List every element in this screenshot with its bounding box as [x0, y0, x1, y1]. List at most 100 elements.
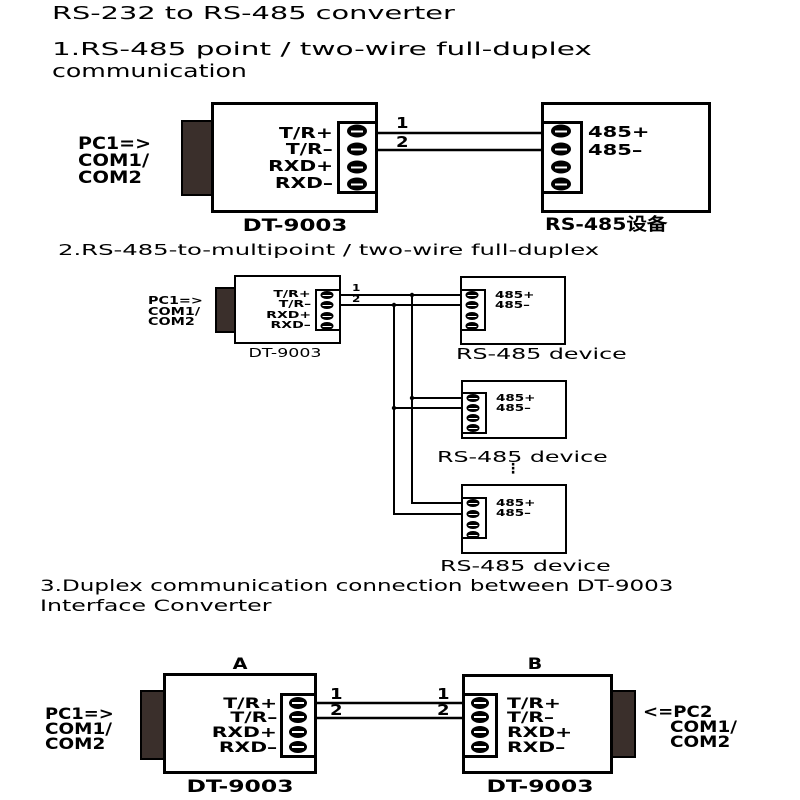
screw-icon [466, 414, 480, 422]
s3-unit-a-pc-label: PC1=> [45, 704, 114, 723]
screw-icon [471, 711, 489, 723]
s2-pc-label: PC1=> [148, 294, 203, 307]
s1-device-terminal-label: 485– [588, 141, 643, 159]
s3-unit-b-terminal-label: RXD– [507, 740, 566, 756]
screw-icon [466, 521, 480, 529]
s1-wire-label: 2 [396, 133, 409, 151]
screw-icon [347, 160, 367, 174]
s3-unit-b-terminal-label: T/R– [507, 710, 555, 726]
junction-dot [409, 395, 415, 401]
s3-unit-a-db9-connector [140, 690, 165, 760]
screw-icon [465, 301, 479, 309]
screw-icon [466, 510, 480, 518]
s3-unit-b-terminal-label: T/R+ [507, 696, 561, 712]
s3-unit-b-model: DT-9003 [486, 777, 594, 797]
screw-icon [289, 711, 307, 723]
s2-wire-label: 1 [352, 283, 361, 294]
s2-device-label: RS-485 device [437, 448, 608, 466]
screw-icon [320, 291, 334, 299]
screw-icon [466, 404, 480, 412]
screw-icon [465, 312, 479, 320]
s3-wire-label-b: 1 [437, 685, 450, 703]
s1-device-terminal-label: 485+ [588, 123, 650, 141]
s3-unit-a-pc-label: COM1/ [45, 719, 112, 738]
s2-device-terminal-label: 485+ [496, 498, 536, 509]
screw-icon [320, 322, 334, 330]
s2-device-terminal-label: 485+ [495, 290, 535, 301]
s3-unit-b-pc-label: COM2 [670, 732, 731, 751]
s2-device-terminal-label: 485+ [496, 393, 536, 404]
screw-icon [551, 124, 571, 138]
screw-icon [289, 741, 307, 753]
section3-heading-line1: 3.Duplex communication connection betwee… [40, 576, 674, 595]
junction-dot [409, 292, 415, 298]
s1-terminal-label: T/R+ [279, 124, 333, 142]
screw-icon [320, 312, 334, 320]
screw-icon [466, 394, 480, 402]
screw-icon [466, 531, 480, 539]
s3-unit-b-pc-label: COM1/ [670, 717, 737, 736]
s2-device-label: RS-485 device [440, 557, 611, 575]
s2-bus-1 [411, 295, 462, 504]
section3-heading-line2: Interface Converter [40, 596, 272, 615]
s3-unit-b-pc-label: <=PC2 [643, 702, 713, 721]
screw-icon [289, 726, 307, 738]
section2-heading: 2.RS-485-to-multipoint / two-wire full-d… [58, 241, 600, 259]
junction-dot [391, 302, 397, 308]
s1-terminal-label: T/R– [286, 140, 333, 158]
s2-device-terminal-label: 485– [495, 300, 530, 311]
page-title: RS-232 to RS-485 converter [52, 3, 455, 24]
s3-unit-b-terminal-label: RXD+ [507, 725, 573, 741]
s2-wire-label: 2 [352, 294, 361, 305]
screw-icon [465, 322, 479, 330]
screw-icon [347, 177, 367, 191]
s3-unit-b-tag: B [527, 654, 543, 673]
screw-icon [471, 726, 489, 738]
screw-icon [471, 741, 489, 753]
screw-icon [466, 499, 480, 507]
s3-unit-a-terminal-label: T/R+ [223, 696, 277, 712]
s1-terminal-label: RXD+ [268, 157, 333, 175]
screw-icon [347, 142, 367, 156]
s1-pc-label: COM1/ [78, 151, 150, 171]
junction-dot [391, 405, 397, 411]
screw-icon [551, 160, 571, 174]
s3-unit-a-terminal-label: RXD+ [211, 725, 277, 741]
s2-pc-label: COM1/ [148, 305, 201, 318]
s2-device-terminal-label: 485– [496, 508, 531, 519]
screw-icon [465, 291, 479, 299]
s2-terminal-label: T/R– [278, 299, 311, 310]
screw-icon [466, 424, 480, 432]
s2-terminal-label: T/R+ [273, 289, 311, 300]
s2-converter-model: DT-9003 [248, 346, 322, 360]
s1-wire-label: 1 [396, 114, 409, 132]
s2-rs485-device-box [461, 484, 567, 554]
screw-icon [471, 697, 489, 709]
s2-terminal-label: RXD+ [266, 310, 311, 321]
s3-wire-label-a: 1 [330, 685, 343, 703]
screw-icon [320, 301, 334, 309]
s3-unit-a-model: DT-9003 [186, 777, 294, 797]
s3-unit-a-terminal-label: T/R– [229, 710, 277, 726]
s2-rs485-device-box [460, 276, 566, 345]
screw-icon [551, 142, 571, 156]
s1-pc-label: PC1=> [78, 134, 152, 154]
s2-bus-2 [393, 305, 462, 515]
s3-unit-a-pc-label: COM2 [45, 734, 106, 753]
s1-pc-label: COM2 [78, 168, 143, 188]
s3-unit-a-tag: A [232, 654, 248, 673]
s2-db9-connector [215, 287, 236, 333]
section1-heading-line2: communication [52, 61, 247, 82]
s3-wire-label-a: 2 [330, 701, 343, 719]
s1-db9-connector [181, 120, 213, 196]
s2-pc-label: COM2 [148, 315, 195, 328]
screw-icon [551, 177, 571, 191]
s2-terminal-label: RXD– [270, 320, 311, 331]
s1-device-label: RS-485设备 [545, 215, 668, 235]
s3-unit-b-db9-connector [611, 690, 636, 758]
screw-icon [347, 124, 367, 138]
s2-device-label: RS-485 device [456, 345, 627, 363]
s2-device-terminal-label: 485– [496, 403, 531, 414]
